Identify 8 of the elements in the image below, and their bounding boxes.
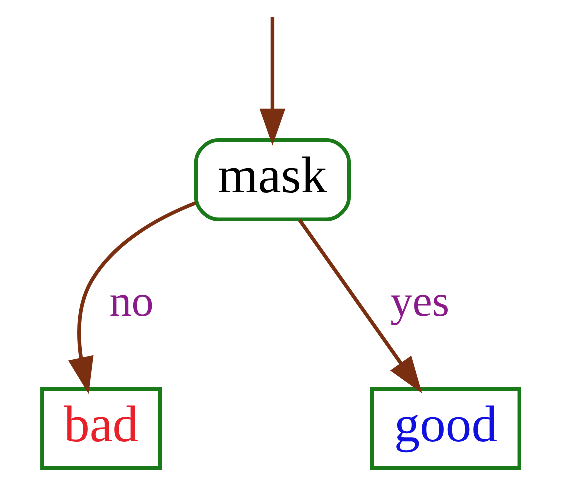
arrow (298, 219, 422, 394)
node-box: mask (194, 138, 352, 222)
node-box: good (370, 387, 522, 470)
arrow (260, 17, 286, 146)
node-box: bad (40, 387, 162, 470)
arrow (68, 201, 197, 394)
edge-label: no (110, 276, 154, 326)
edge-label: yes (390, 276, 450, 326)
